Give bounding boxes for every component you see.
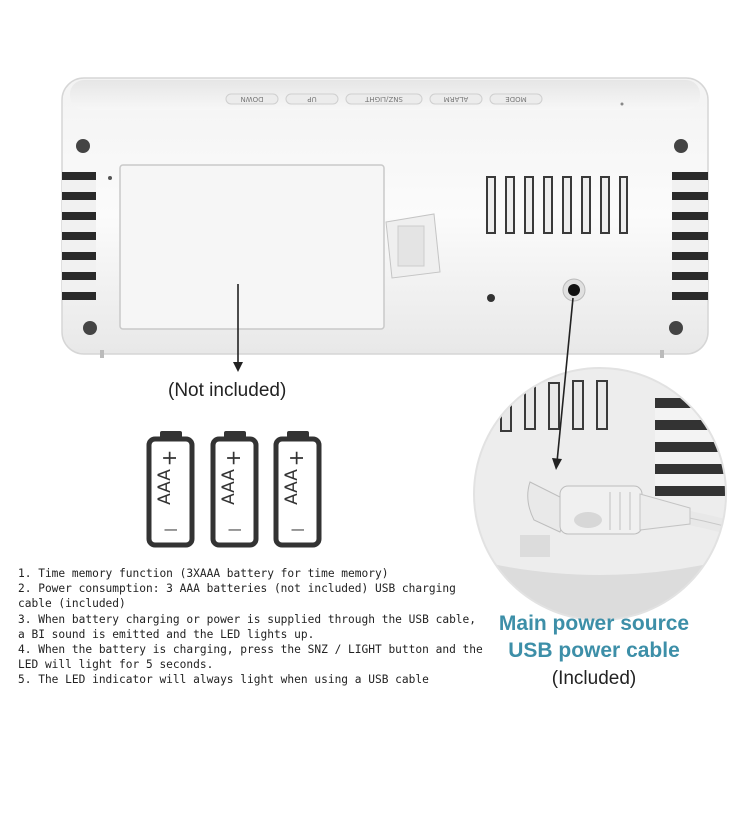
top-buttons: DOWN UP SNZ/LIGHT ALARM MODE: [225, 93, 543, 105]
center-vents: [486, 176, 628, 234]
main-power-line2: USB power cable: [508, 639, 680, 662]
left-vents: [62, 172, 96, 300]
svg-text:|: |: [163, 528, 177, 532]
feature-notes: 1. Time memory function (3XAAA battery f…: [18, 566, 488, 688]
button-label-alarm: ALARM: [444, 95, 469, 103]
battery-icon: + | AAA: [210, 431, 259, 548]
svg-text:+: +: [284, 450, 308, 467]
zoom-detail: [473, 367, 727, 621]
svg-text:|: |: [290, 528, 304, 532]
battery-icon: + | AAA: [273, 431, 322, 548]
included-label: (Included): [551, 668, 637, 689]
main-power-label: Main power source USB power cable: [470, 610, 718, 664]
note-item: 2. Power consumption: 3 AAA batteries (n…: [18, 582, 456, 611]
right-vents: [672, 172, 708, 300]
battery-label: AAA: [219, 469, 239, 505]
button-label-snz-light: SNZ/LIGHT: [364, 95, 402, 103]
battery-label: AAA: [155, 469, 175, 505]
svg-text:|: |: [227, 528, 241, 532]
usb-port-icon: [568, 284, 580, 296]
battery-icon: + | AAA: [146, 431, 195, 548]
arrow-not-included: [233, 284, 243, 372]
battery-icons: + | AAA + | AAA + | AAA: [146, 431, 322, 548]
arrow-usb: [552, 297, 574, 470]
svg-text:+: +: [221, 450, 245, 467]
clock-body: DOWN UP SNZ/LIGHT ALARM MODE: [61, 77, 709, 358]
usb-plug: [527, 481, 691, 535]
reset-hole: [487, 294, 495, 302]
not-included-label: (Not included): [168, 380, 287, 401]
button-label-down: DOWN: [240, 95, 263, 103]
main-power-line1: Main power source: [498, 612, 690, 635]
button-label-mode: MODE: [505, 95, 526, 103]
battery-cover: [119, 164, 441, 330]
note-item: 1. Time memory function (3XAAA battery f…: [18, 567, 389, 580]
note-item: 5. The LED indicator will always light w…: [18, 673, 429, 687]
note-item: 4. When the battery is charging, press t…: [18, 643, 483, 672]
svg-text:+: +: [157, 450, 181, 467]
battery-label: AAA: [282, 469, 302, 505]
note-item: 3. When battery charging or power is sup…: [18, 612, 477, 641]
button-label-up: UP: [307, 95, 316, 103]
